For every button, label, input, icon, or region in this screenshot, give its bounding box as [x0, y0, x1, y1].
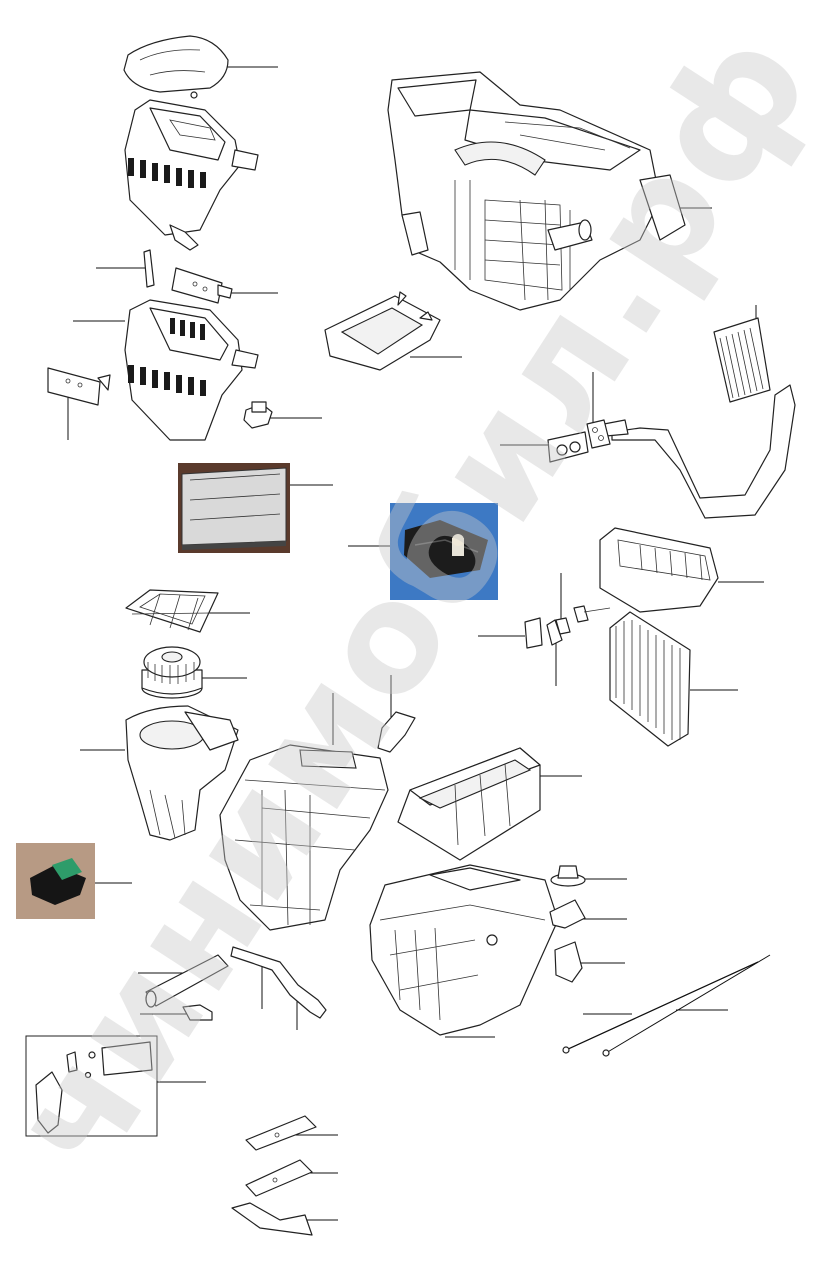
actuator-small[interactable]	[243, 401, 273, 429]
cable-1[interactable]	[562, 961, 759, 1054]
expansion-valve[interactable]	[524, 605, 611, 649]
hose-bent[interactable]	[230, 946, 327, 1019]
seal-frame[interactable]	[324, 291, 441, 371]
evaporator-core[interactable]	[609, 611, 691, 747]
main-case-right[interactable]	[369, 864, 559, 1036]
door-plate-3[interactable]	[231, 1202, 313, 1236]
upper-housing[interactable]	[124, 99, 259, 251]
door-plate-2[interactable]	[245, 1159, 313, 1197]
resistor-module[interactable]	[16, 843, 95, 919]
drain-nozzle[interactable]	[550, 865, 586, 887]
hvac-assembly[interactable]	[387, 71, 686, 311]
heater-core[interactable]	[603, 317, 796, 519]
main-case-left[interactable]	[219, 744, 389, 931]
blower-fan[interactable]	[141, 646, 203, 699]
cable-2[interactable]	[602, 954, 771, 1057]
parts-kit[interactable]	[25, 1035, 158, 1137]
evaporator-cover[interactable]	[599, 527, 719, 613]
cabin-filter[interactable]	[178, 463, 290, 553]
drain-hose[interactable]	[145, 954, 229, 1008]
door-plate-1[interactable]	[245, 1115, 317, 1151]
upper-cover[interactable]	[123, 35, 229, 99]
middle-housing[interactable]	[124, 299, 259, 441]
duct-outlet[interactable]	[397, 747, 541, 861]
actuator-motor[interactable]	[390, 503, 498, 600]
pipe-seal[interactable]	[547, 419, 611, 463]
small-clip[interactable]	[143, 249, 155, 288]
filter-frame[interactable]	[125, 589, 219, 633]
link-bracket-2[interactable]	[554, 941, 583, 983]
flap-door-2[interactable]	[47, 367, 111, 406]
clip-part[interactable]	[182, 1004, 213, 1021]
blower-housing[interactable]	[125, 705, 239, 841]
flap-door-1[interactable]	[171, 267, 233, 304]
link-bracket[interactable]	[549, 899, 586, 929]
duct-small[interactable]	[377, 711, 416, 753]
leader-lines	[67, 66, 764, 1221]
